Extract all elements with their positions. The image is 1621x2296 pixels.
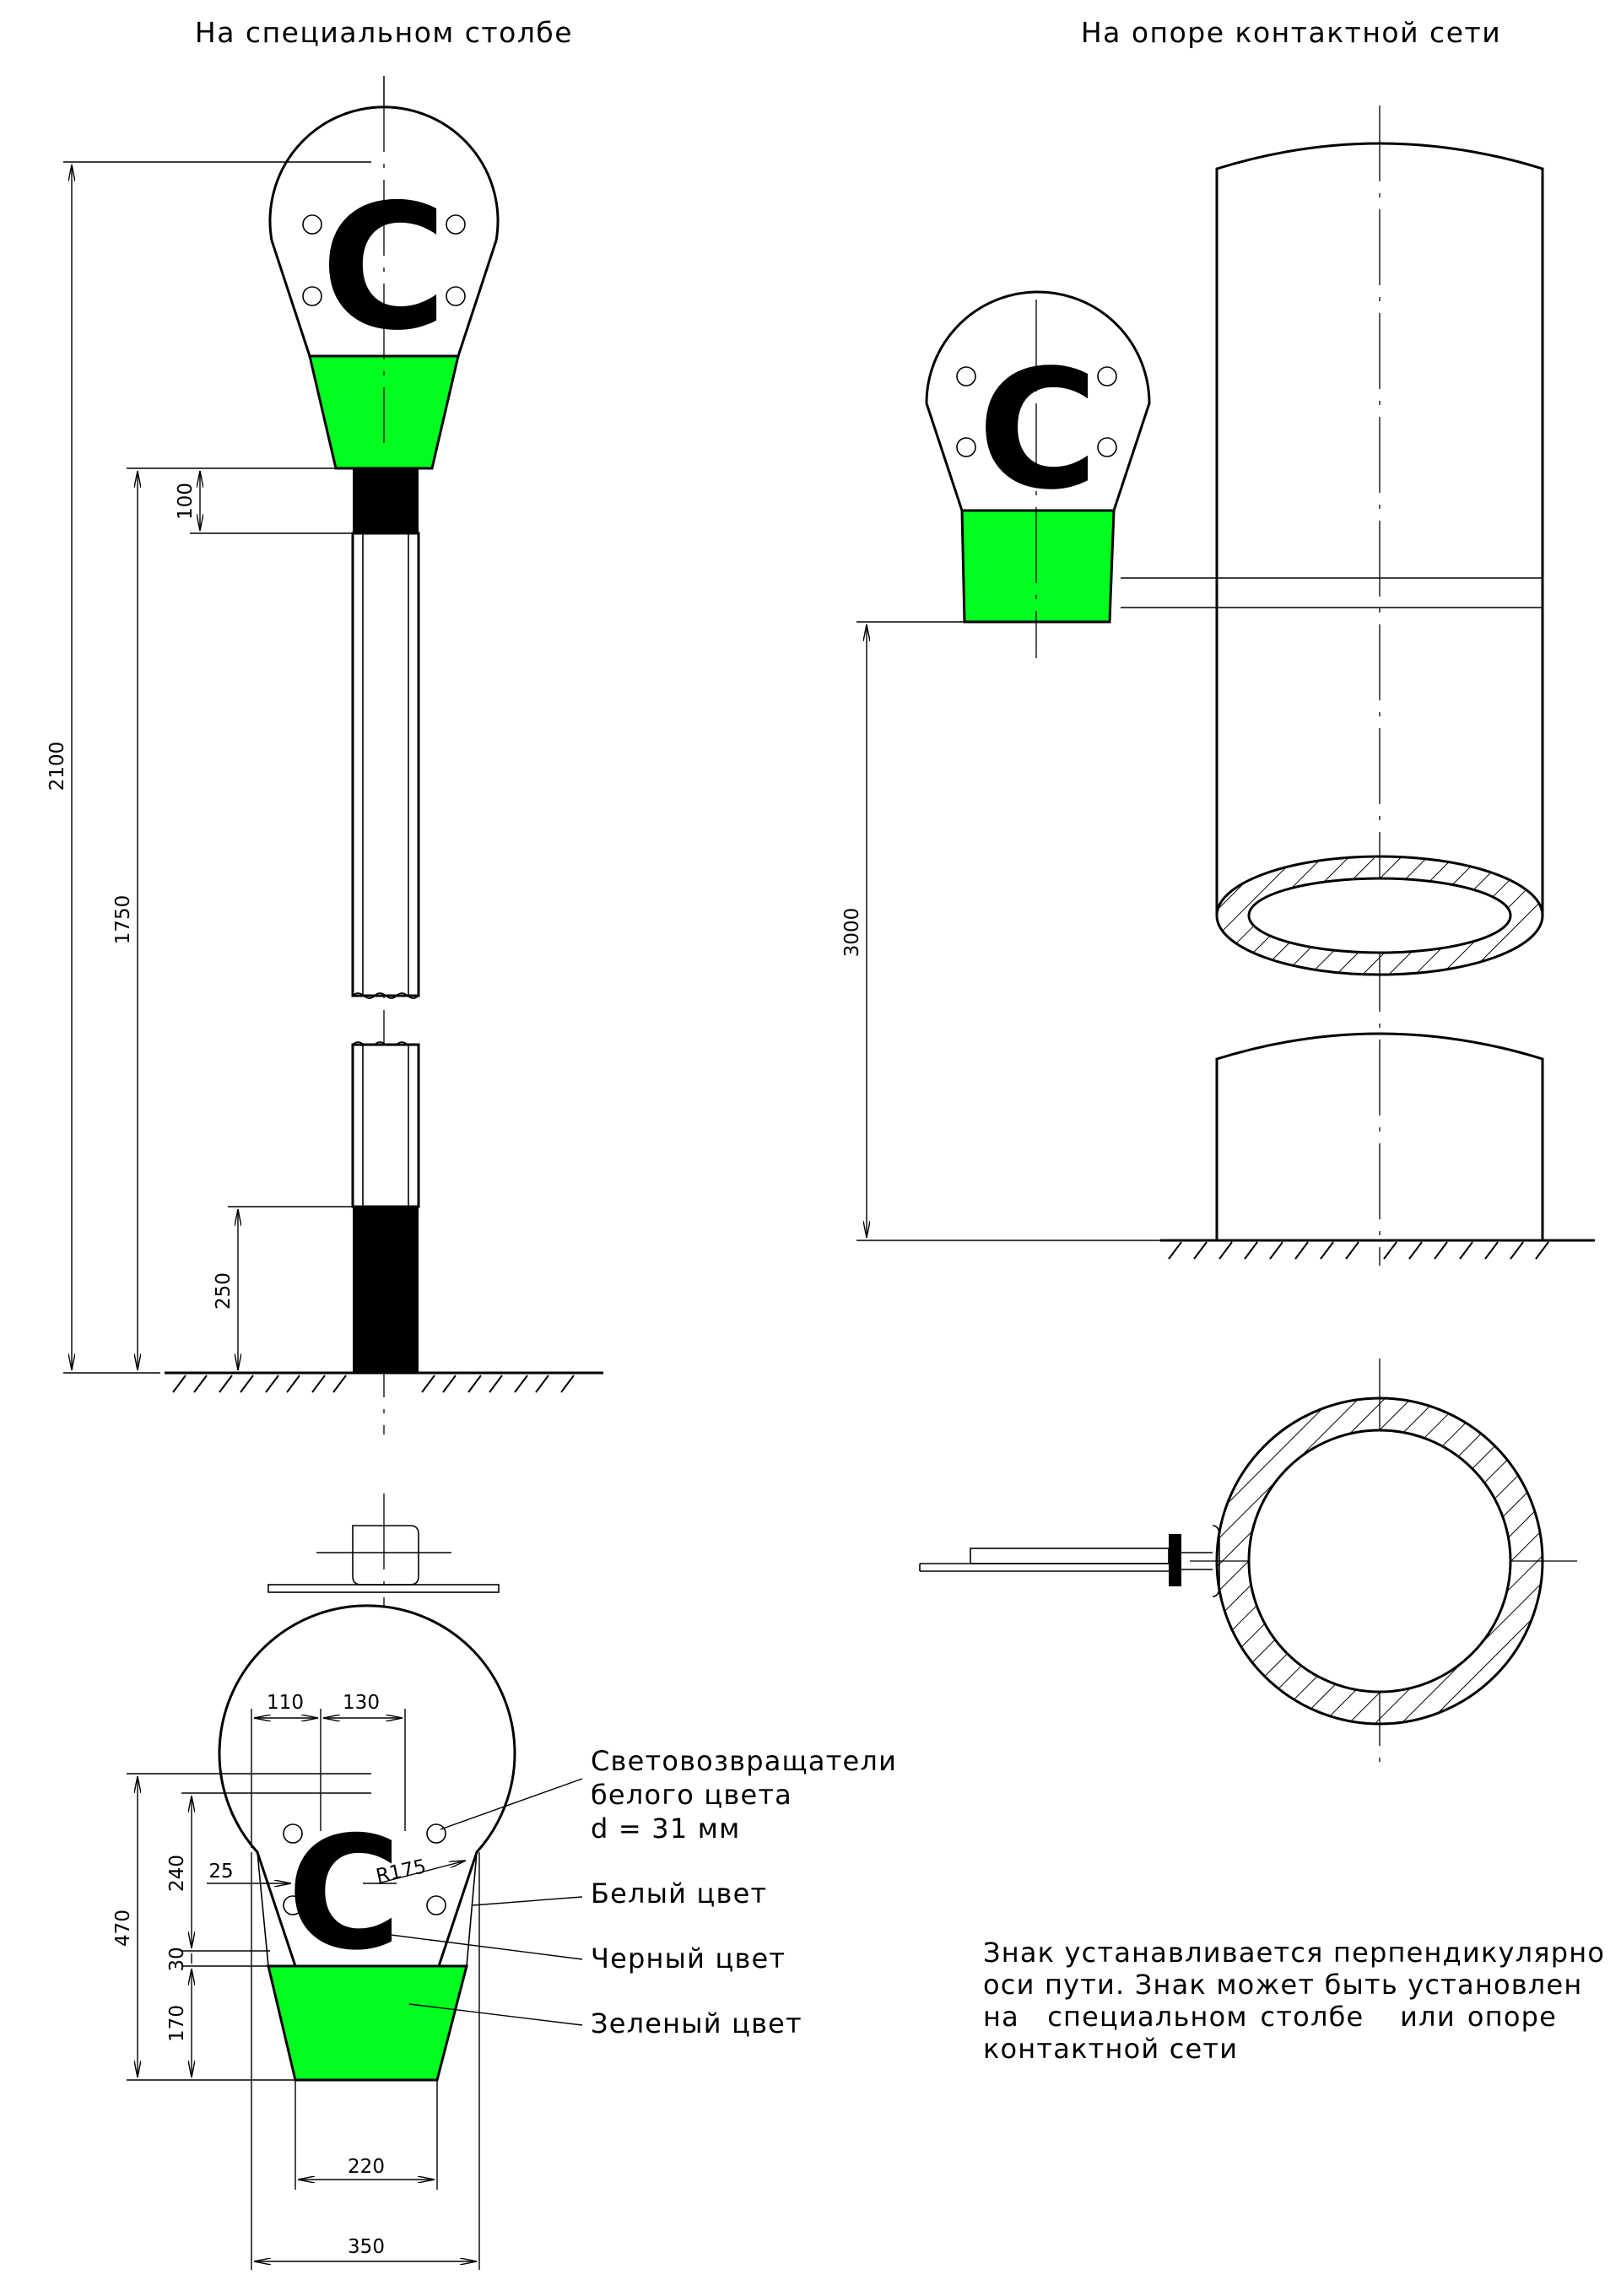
note-line-4: контактной сети (983, 2033, 1238, 2065)
title-special-post: На специальном столбе (195, 16, 573, 49)
reflector-icon (283, 1895, 303, 1915)
sign-detail-view: С R175 110 130 470 240 30 170 25 (112, 1604, 583, 2270)
dim-label-170: 170 (166, 2005, 188, 2042)
callout-reflectors-2: белого цвета (591, 1779, 792, 1811)
dim-label-30: 30 (166, 1947, 188, 1971)
support-pole-upper (1215, 142, 1544, 916)
reflector-icon (426, 1823, 446, 1844)
reflector-icon (956, 437, 976, 457)
callout-white: Белый цвет (591, 1877, 767, 1910)
radius-leader (377, 1861, 466, 1884)
callout-reflectors-3: d = 31 мм (591, 1812, 740, 1845)
dim-label-470: 470 (112, 1910, 134, 1947)
support-pole-lower (1215, 1032, 1544, 1240)
reflector-icon (446, 214, 466, 235)
ground-hatching (172, 1375, 575, 1393)
post-bottom-black-band (353, 1207, 419, 1373)
installation-note: Знак устанавливается перпендикулярно оси… (983, 1937, 1605, 2065)
reflector-icon (446, 286, 466, 306)
note-line-3-word: на (983, 2001, 1019, 2033)
leader-white (472, 1896, 583, 1906)
dim-label-110: 110 (267, 1692, 304, 1714)
post-section-outline (352, 1525, 419, 1586)
catenary-support-view: С 3000 (841, 105, 1595, 1266)
note-line-3-word: опоре (1467, 2001, 1557, 2033)
sign-green-field-catenary (960, 509, 1116, 624)
title-catenary-support: На опоре контактной сети (1081, 16, 1501, 49)
catenary-top-view (919, 1359, 1578, 1764)
reflector-icon (956, 366, 976, 386)
reflector-icon (283, 1823, 303, 1844)
note-line-2: оси пути. Знак может быть установлен (983, 1969, 1582, 2001)
dim-label-3000: 3000 (841, 908, 863, 958)
post-top-view (267, 1494, 500, 1620)
callout-green: Зеленый цвет (591, 2007, 802, 2039)
sign-letter-c-catenary: С (977, 334, 1098, 526)
leader-black (383, 1933, 583, 1960)
callout-black: Черный цвет (591, 1942, 786, 1975)
leader-green (408, 2003, 583, 2026)
dim-label-1750: 1750 (112, 895, 134, 945)
detail-sign-letter-c: С (287, 1802, 402, 1985)
reflector-icon (302, 214, 322, 235)
note-line-1: Знак устанавливается перпендикулярно (983, 1937, 1605, 1969)
sign-letter-c: С (321, 168, 447, 369)
detail-sign-white-field (218, 1604, 516, 1968)
post-mounted-sign-view: С 2100 (46, 76, 603, 1434)
reflector-icon (426, 1895, 446, 1915)
note-line-3-word: специальном (1047, 2001, 1248, 2033)
dim-label-220: 220 (348, 2156, 385, 2178)
leader-reflectors (440, 1778, 583, 1830)
note-line-3-word: столбе (1261, 2001, 1364, 2033)
sign-plate-top-view-catenary (970, 1548, 1170, 1564)
dim-label-250: 250 (213, 1272, 235, 1310)
clamp-bolt-icon (1169, 1534, 1181, 1586)
sign-white-field-catenary (925, 290, 1151, 512)
dim-label-100: 100 (175, 483, 197, 520)
note-line-3-word: или (1400, 2001, 1456, 2033)
post-top-black-band (353, 468, 419, 533)
reflector-icon (1097, 366, 1117, 386)
dim-label-2100: 2100 (46, 742, 68, 791)
sign-plate-top-view (267, 1584, 500, 1593)
dim-label-350: 350 (348, 2236, 385, 2258)
dim-label-240: 240 (166, 1855, 188, 1892)
callout-reflectors-1: Световозвращатели (591, 1745, 897, 1777)
post-lower-section (351, 1043, 420, 1208)
post-upper-section (351, 532, 420, 997)
reflector-icon (1097, 437, 1117, 457)
dim-label-130: 130 (343, 1692, 380, 1714)
reflector-icon (302, 286, 322, 306)
dim-label-25: 25 (208, 1861, 233, 1883)
